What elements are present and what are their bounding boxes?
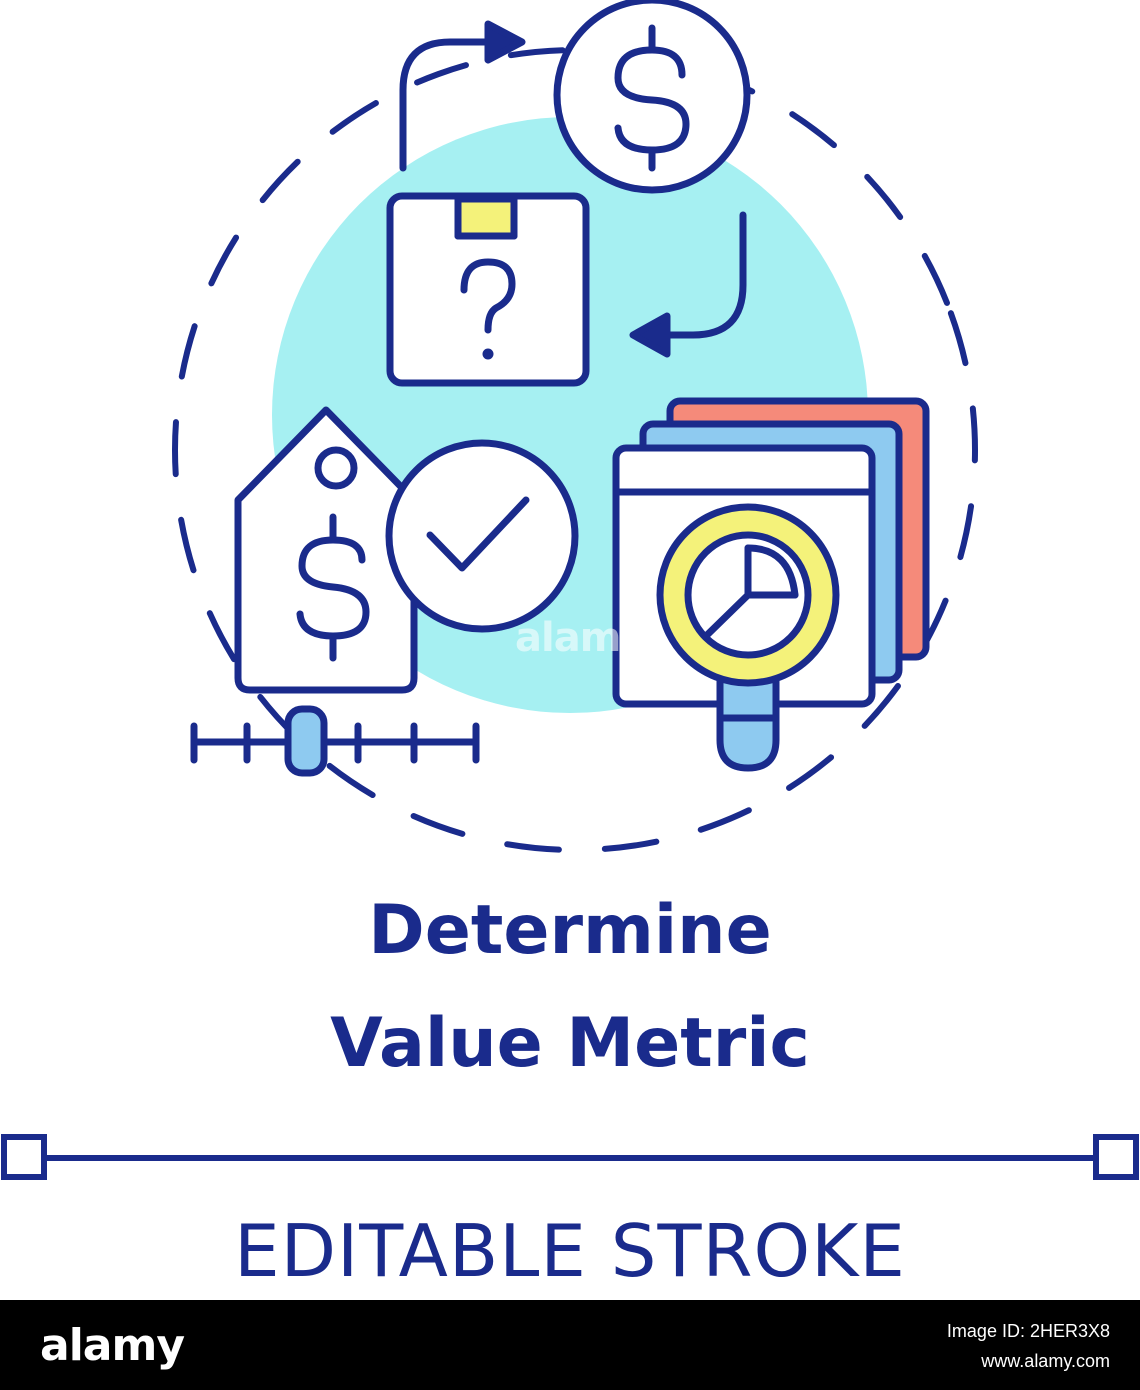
illustration-svg <box>172 0 978 853</box>
icon-illustration: alamy Determine Value Metric EDITABLE ST… <box>1 0 1139 1293</box>
dashed-ring <box>172 47 978 853</box>
title-line-2: Value Metric <box>330 1004 810 1083</box>
report-magnifier-icon <box>612 397 930 772</box>
title-line-1: Determine <box>368 891 772 970</box>
flow-arrow-icon <box>629 211 747 358</box>
site-link[interactable]: www.alamy.com <box>981 1351 1110 1371</box>
alamy-logo: alamy <box>40 1320 185 1371</box>
anchor-handle-right <box>1093 1134 1139 1180</box>
dollar-coin-icon <box>553 0 751 194</box>
mystery-box-icon <box>386 192 590 387</box>
flow-arrow-icon <box>399 20 526 172</box>
editable-stroke-caption: EDITABLE STROKE <box>234 1209 906 1293</box>
slider-icon <box>190 705 480 777</box>
checkmark-circle-icon <box>385 439 579 633</box>
footer-bar: alamy Image ID: 2HER3X8 www.alamy.com <box>0 1300 1140 1390</box>
watermark: alamy <box>515 615 646 661</box>
stroke-divider <box>1 1134 1139 1180</box>
anchor-handle-left <box>1 1134 47 1180</box>
price-tag-icon <box>234 406 418 694</box>
footer-meta: Image ID: 2HER3X8 www.alamy.com <box>947 1316 1110 1376</box>
image-id: Image ID: 2HER3X8 <box>946 1321 1110 1341</box>
